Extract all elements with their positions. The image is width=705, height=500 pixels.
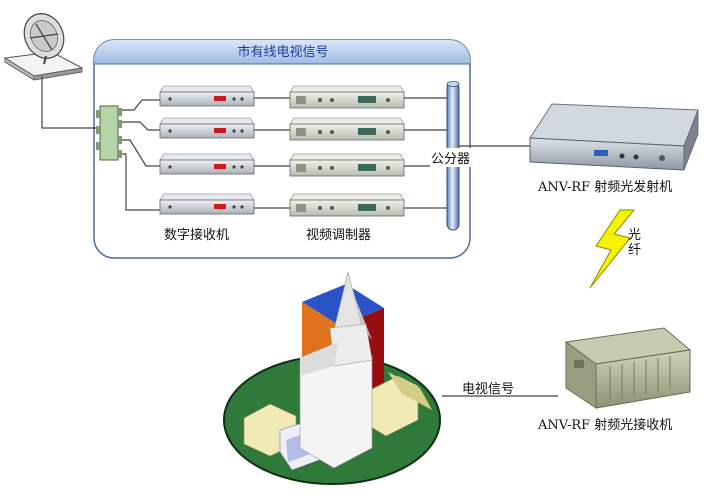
connections xyxy=(41,76,558,397)
headend-panel-title: 市有线电视信号 xyxy=(237,45,329,60)
optical-receiver-icon xyxy=(564,327,692,409)
optical-transmitter-icon xyxy=(529,103,699,171)
town-icon xyxy=(223,271,441,485)
modulators-label: 视频调制器 xyxy=(306,228,372,243)
fiber-label: 光纤 xyxy=(628,228,642,258)
splitter-icon xyxy=(96,105,122,161)
modulator-device-icon xyxy=(289,85,405,217)
receiver-node-label: ANV-RF 射频光接收机 xyxy=(538,418,673,433)
satellite-dish-icon xyxy=(3,13,84,81)
tv-signal-label: 电视信号 xyxy=(462,382,515,397)
transmitter-label: ANV-RF 射频光发射机 xyxy=(538,180,673,195)
lightning-bolt-icon xyxy=(589,209,636,289)
headend-panel xyxy=(93,39,471,259)
receivers-label: 数字接收机 xyxy=(164,228,230,243)
splitter-label: 公分器 xyxy=(430,148,472,167)
receiver-device-icon xyxy=(159,85,255,215)
